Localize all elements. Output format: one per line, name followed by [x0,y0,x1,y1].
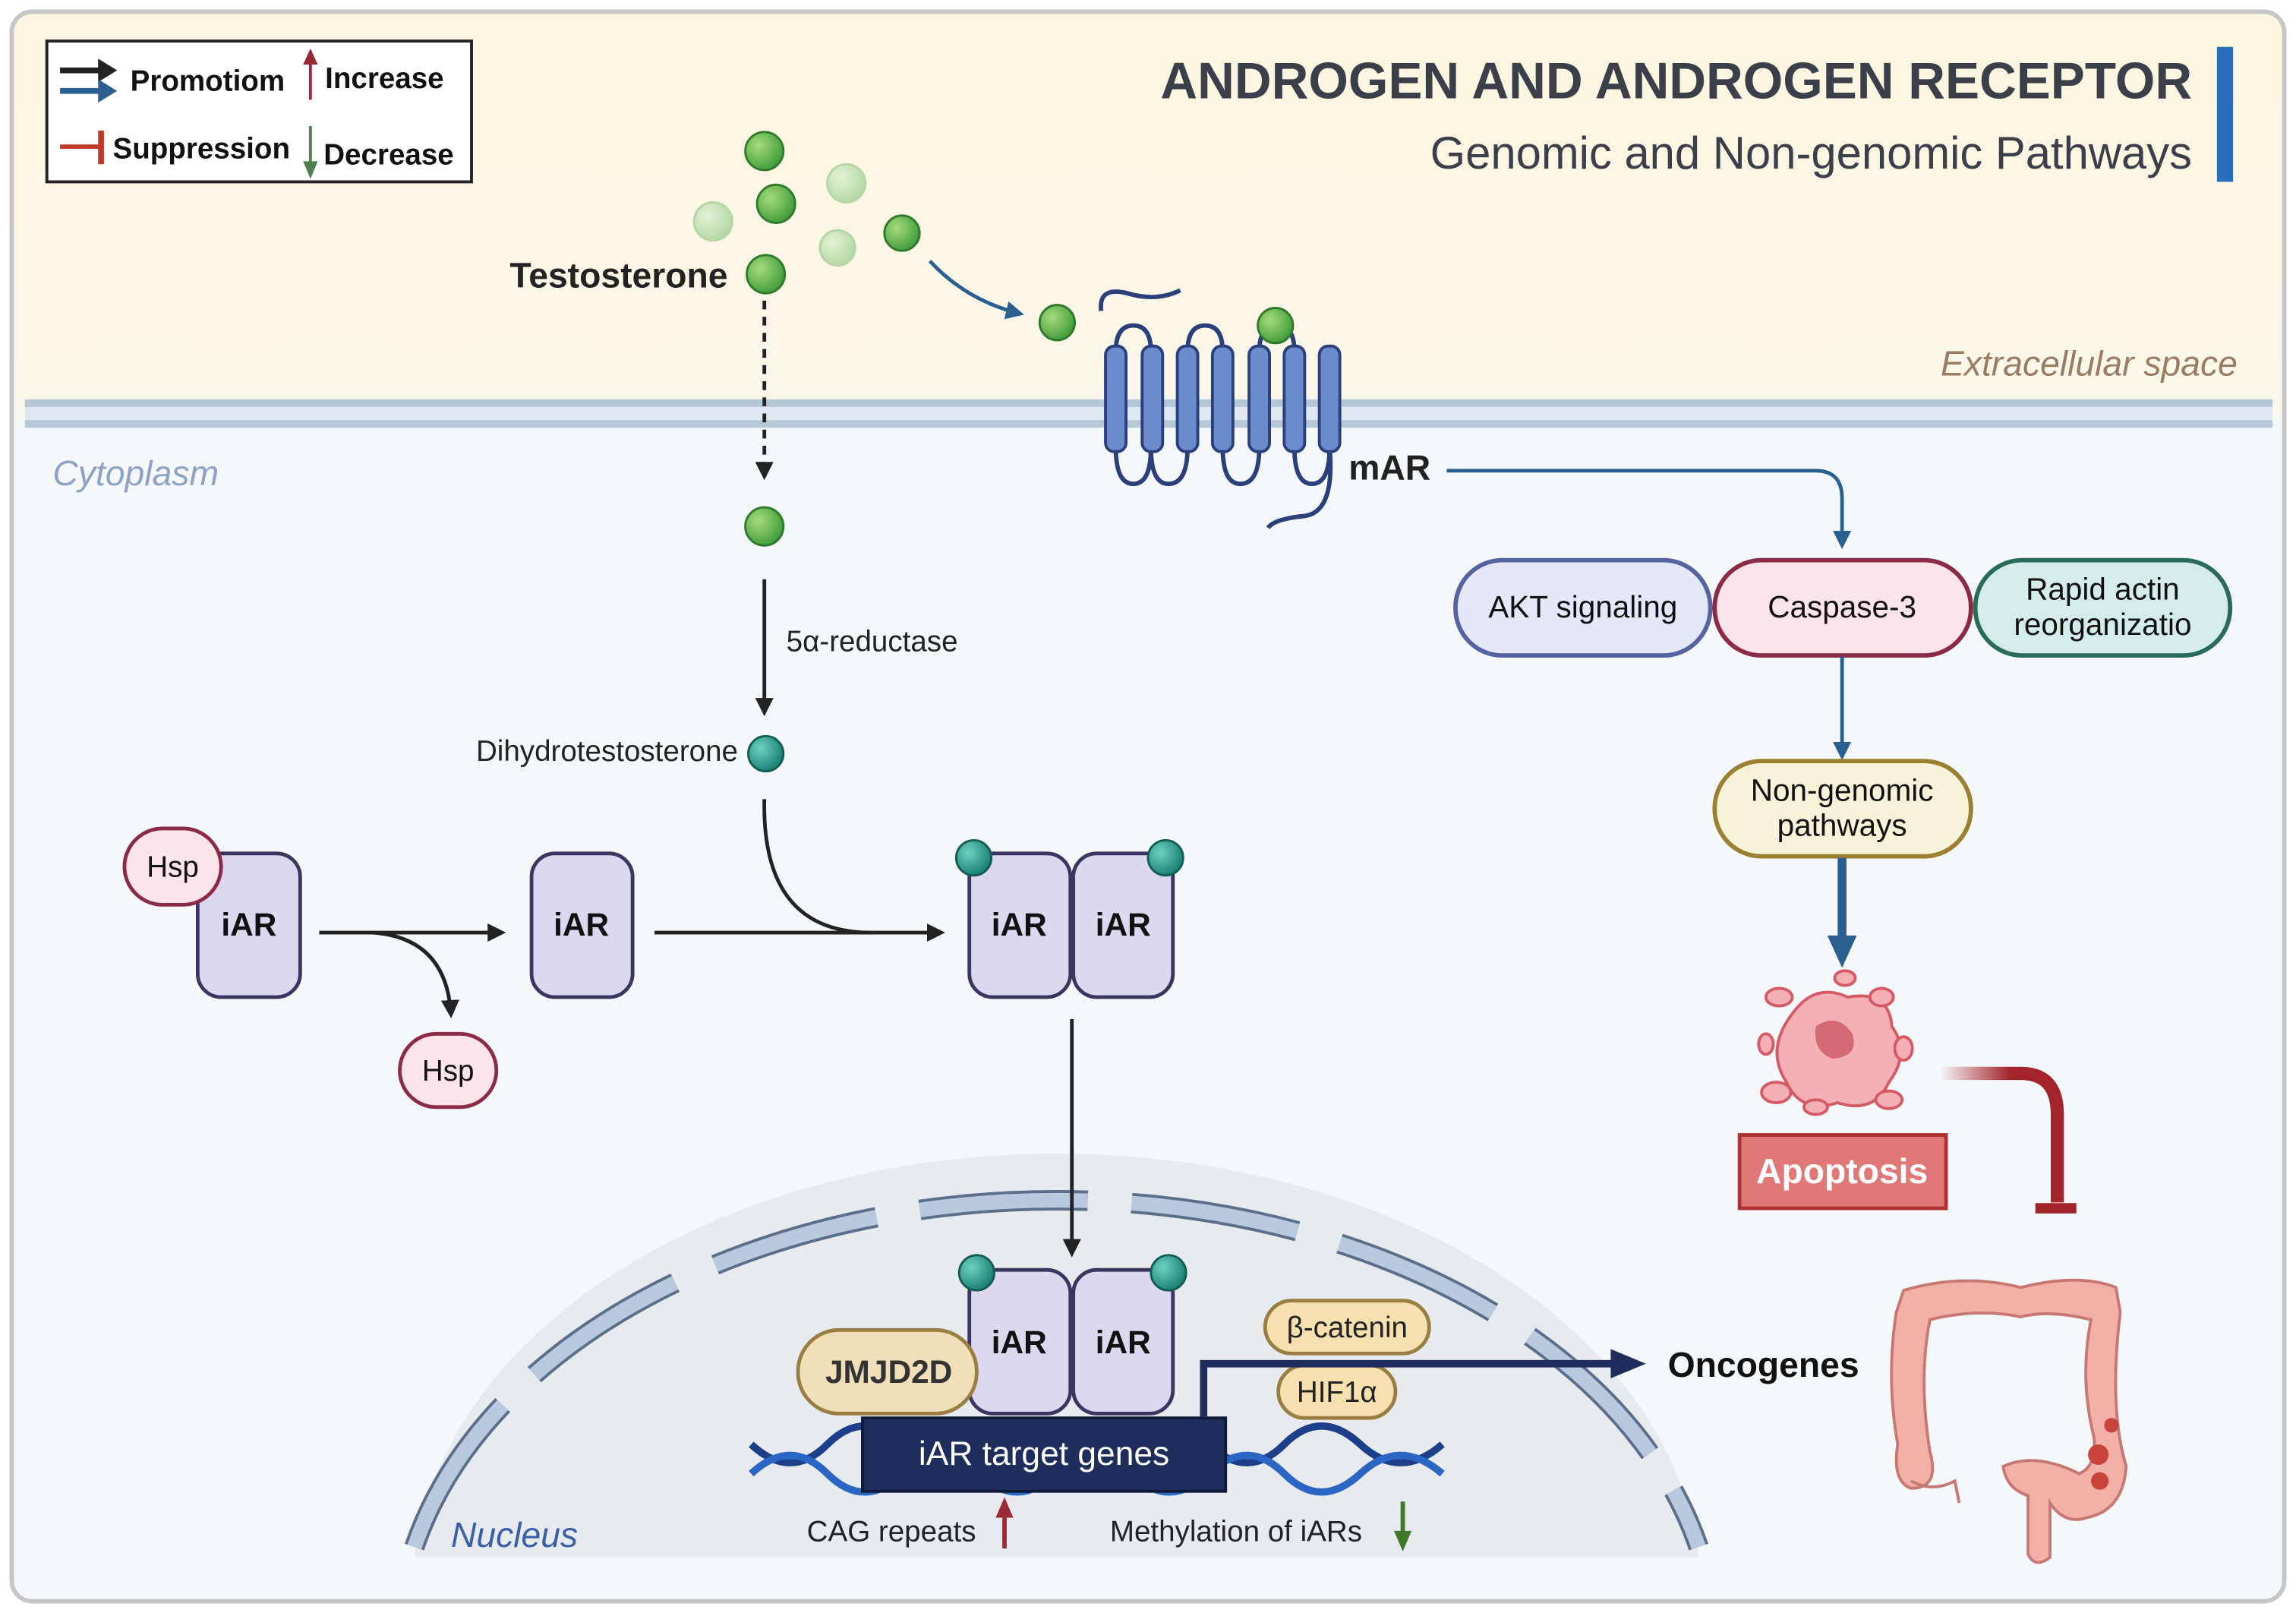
decrease-arrow-icon [1394,1501,1412,1551]
nucleus-label: Nucleus [451,1515,578,1555]
dimer-iar-label-2: iAR [1096,907,1151,942]
dihydrotestosterone-label: Dihydrotestosterone [476,735,738,768]
iar-hsp-complex: iAR Hsp [122,826,302,999]
suppression-bar-icon [60,130,104,165]
apoptosis-box [1737,1133,1948,1211]
figure-title: ANDROGEN AND ANDROGEN RECEPTOR [1160,52,2192,109]
increase-arrow-icon [303,48,318,100]
rapid-actin-node [1973,557,2233,658]
oncogenes-arrow [1200,1349,1646,1417]
apoptosis-suppression-arrow [1940,1066,2077,1214]
dht-molecule [747,734,785,773]
cytoplasm-label: Cytoplasm [52,453,219,493]
iar-dimer-cytoplasm: iAR iAR [954,838,1184,999]
jmjd2d-node [796,1327,979,1416]
nuclear-iar-label-1: iAR [992,1324,1047,1360]
legend-decrease-label: Decrease [323,138,454,171]
promotion-arrow-icon [60,58,118,103]
legend-suppression-label: Suppression [112,133,290,166]
cag-repeats-label: CAG repeats [807,1515,976,1548]
mar-label: mAR [1348,447,1430,487]
beta-catenin-node [1263,1299,1431,1356]
nuclear-iar-label-2: iAR [1096,1324,1151,1360]
non-genomic-label-line1: Non-genomic [1751,772,1934,807]
legend: Promotiom Increase Suppression Decrease [45,39,473,184]
iar-label: iAR [221,907,276,942]
iar-dimer-nucleus: iAR iAR [957,1254,1187,1416]
mar-signal-arrow [1446,469,1852,550]
released-hsp-label: Hsp [422,1055,475,1087]
nongenomic-to-apoptosis-arrow [1827,857,1857,968]
released-hsp [398,1031,499,1110]
caspase-3-label: Caspase-3 [1768,589,1916,624]
5a-reductase-label: 5α-reductase [787,625,958,658]
non-genomic-pathways-node [1712,759,1973,859]
akt-signaling-label: AKT signaling [1488,589,1677,624]
colon-icon [1890,1278,2128,1564]
dimer-iar-label-1: iAR [992,907,1047,942]
apoptotic-cell-icon [1757,969,1914,1116]
legend-increase-label: Increase [325,62,443,95]
non-genomic-label-line2: pathways [1777,808,1907,843]
oncogenes-label: Oncogenes [1668,1345,1859,1384]
title-accent-bar [2216,46,2234,182]
target-genes-box [861,1416,1228,1493]
rapid-actin-label-line1: Rapid actin [2026,572,2180,607]
hif1a-label: HIF1α [1297,1376,1377,1409]
membrane-androgen-receptor [1099,288,1342,530]
beta-catenin-label: β-catenin [1287,1312,1408,1344]
jmjd2d-label: JMJD2D [825,1354,952,1390]
hsp-release-arrow [373,930,459,1019]
extracellular-label: Extracellular space [1941,343,2238,383]
legend-promotion-label: Promotiom [131,65,285,98]
free-iar-label: iAR [554,907,609,942]
testosterone-molecules [692,131,1077,547]
binding-arrow [928,260,1024,320]
hsp-label: Hsp [147,851,199,884]
akt-signaling-node [1453,557,1713,658]
dht-binding-arrow [762,799,872,935]
free-iar [529,851,635,999]
figure-subtitle: Genomic and Non-genomic Pathways [1430,128,2192,178]
methylation-label: Methylation of iARs [1110,1515,1362,1548]
decrease-arrow-icon [303,126,318,179]
apoptosis-label: Apoptosis [1756,1151,1928,1191]
target-genes-label: iAR target genes [919,1435,1169,1473]
increase-arrow-icon [995,1497,1014,1549]
testosterone-label: Testosterone [509,255,727,295]
rapid-actin-label-line2: reorganizatio [2014,607,2191,642]
caspase-3-node [1712,557,1973,658]
